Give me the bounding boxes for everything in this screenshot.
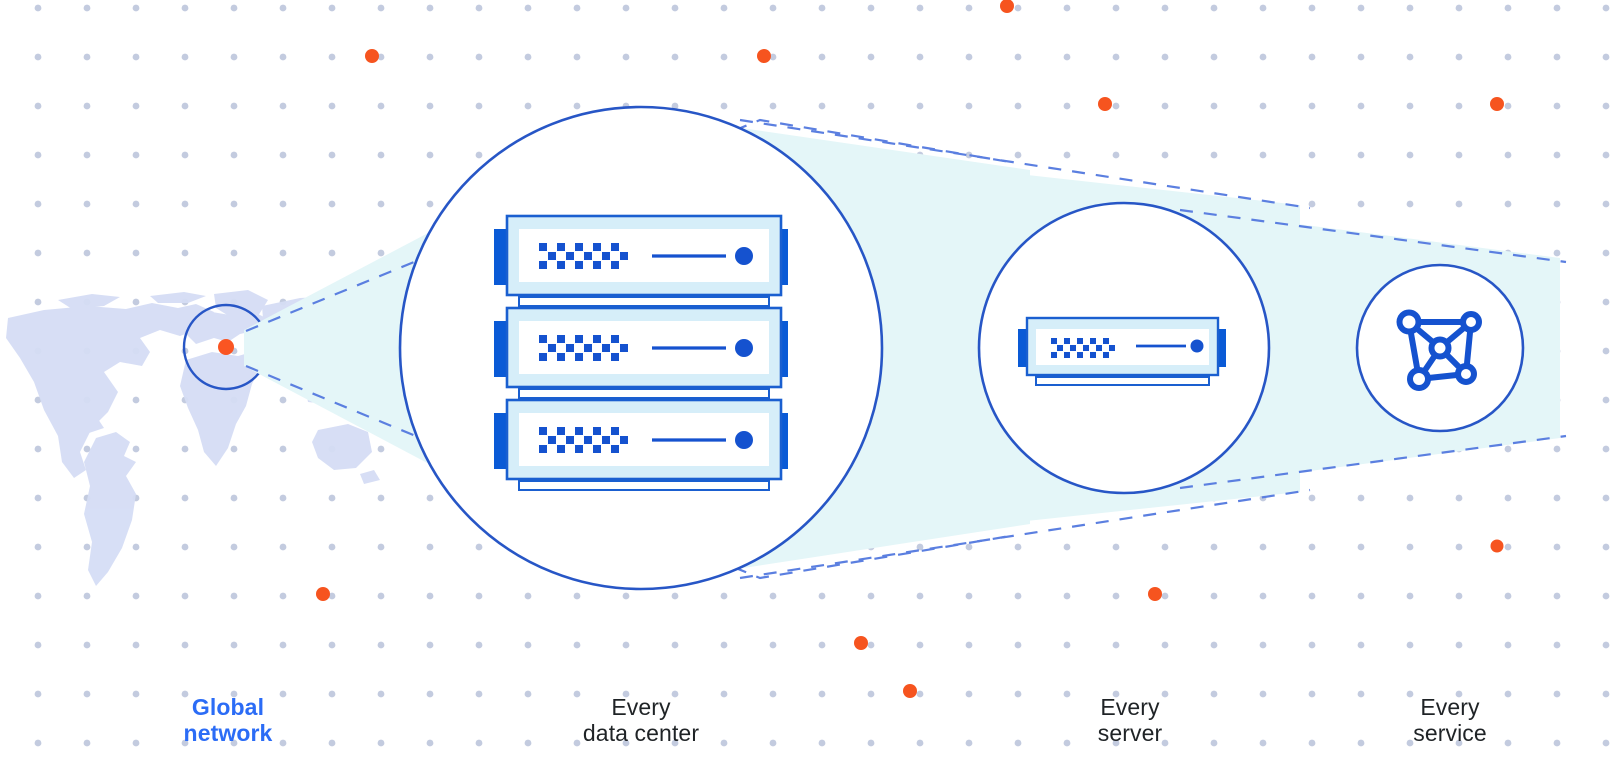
orange-dot (365, 49, 379, 63)
server-base (1035, 376, 1210, 386)
rack-vents-2 (539, 335, 628, 361)
rack-status-led-2 (735, 339, 753, 357)
rack-status-led-3 (735, 431, 753, 449)
rack-status-led-1 (735, 247, 753, 265)
service-mesh-nodes (1396, 309, 1482, 391)
server-vents (1051, 338, 1115, 358)
rack-panel-1 (519, 229, 769, 282)
server-rack-icon (494, 214, 788, 491)
rack-connector-2 (518, 388, 770, 399)
orange-dot (1148, 587, 1162, 601)
server-status-led (1190, 339, 1204, 353)
rack-connector-1 (518, 296, 770, 307)
orange-dot (903, 684, 917, 698)
orange-dot (854, 636, 868, 650)
orange-dot (1000, 0, 1014, 13)
service-mesh-icon (1396, 309, 1482, 391)
rack-panel-3 (519, 413, 769, 466)
orange-dot (1098, 97, 1112, 111)
funnel-dashed-guides (245, 118, 1567, 580)
orange-dot (1490, 97, 1504, 111)
rack-panel-2 (519, 321, 769, 374)
rack-base (518, 480, 770, 491)
orange-dot (757, 49, 771, 63)
europe-marker-dot (218, 339, 234, 355)
single-server-icon (1018, 316, 1226, 386)
rack-vents-3 (539, 427, 628, 453)
rack-vents-1 (539, 243, 628, 269)
orange-dot (1490, 539, 1504, 553)
orange-dot (316, 587, 330, 601)
